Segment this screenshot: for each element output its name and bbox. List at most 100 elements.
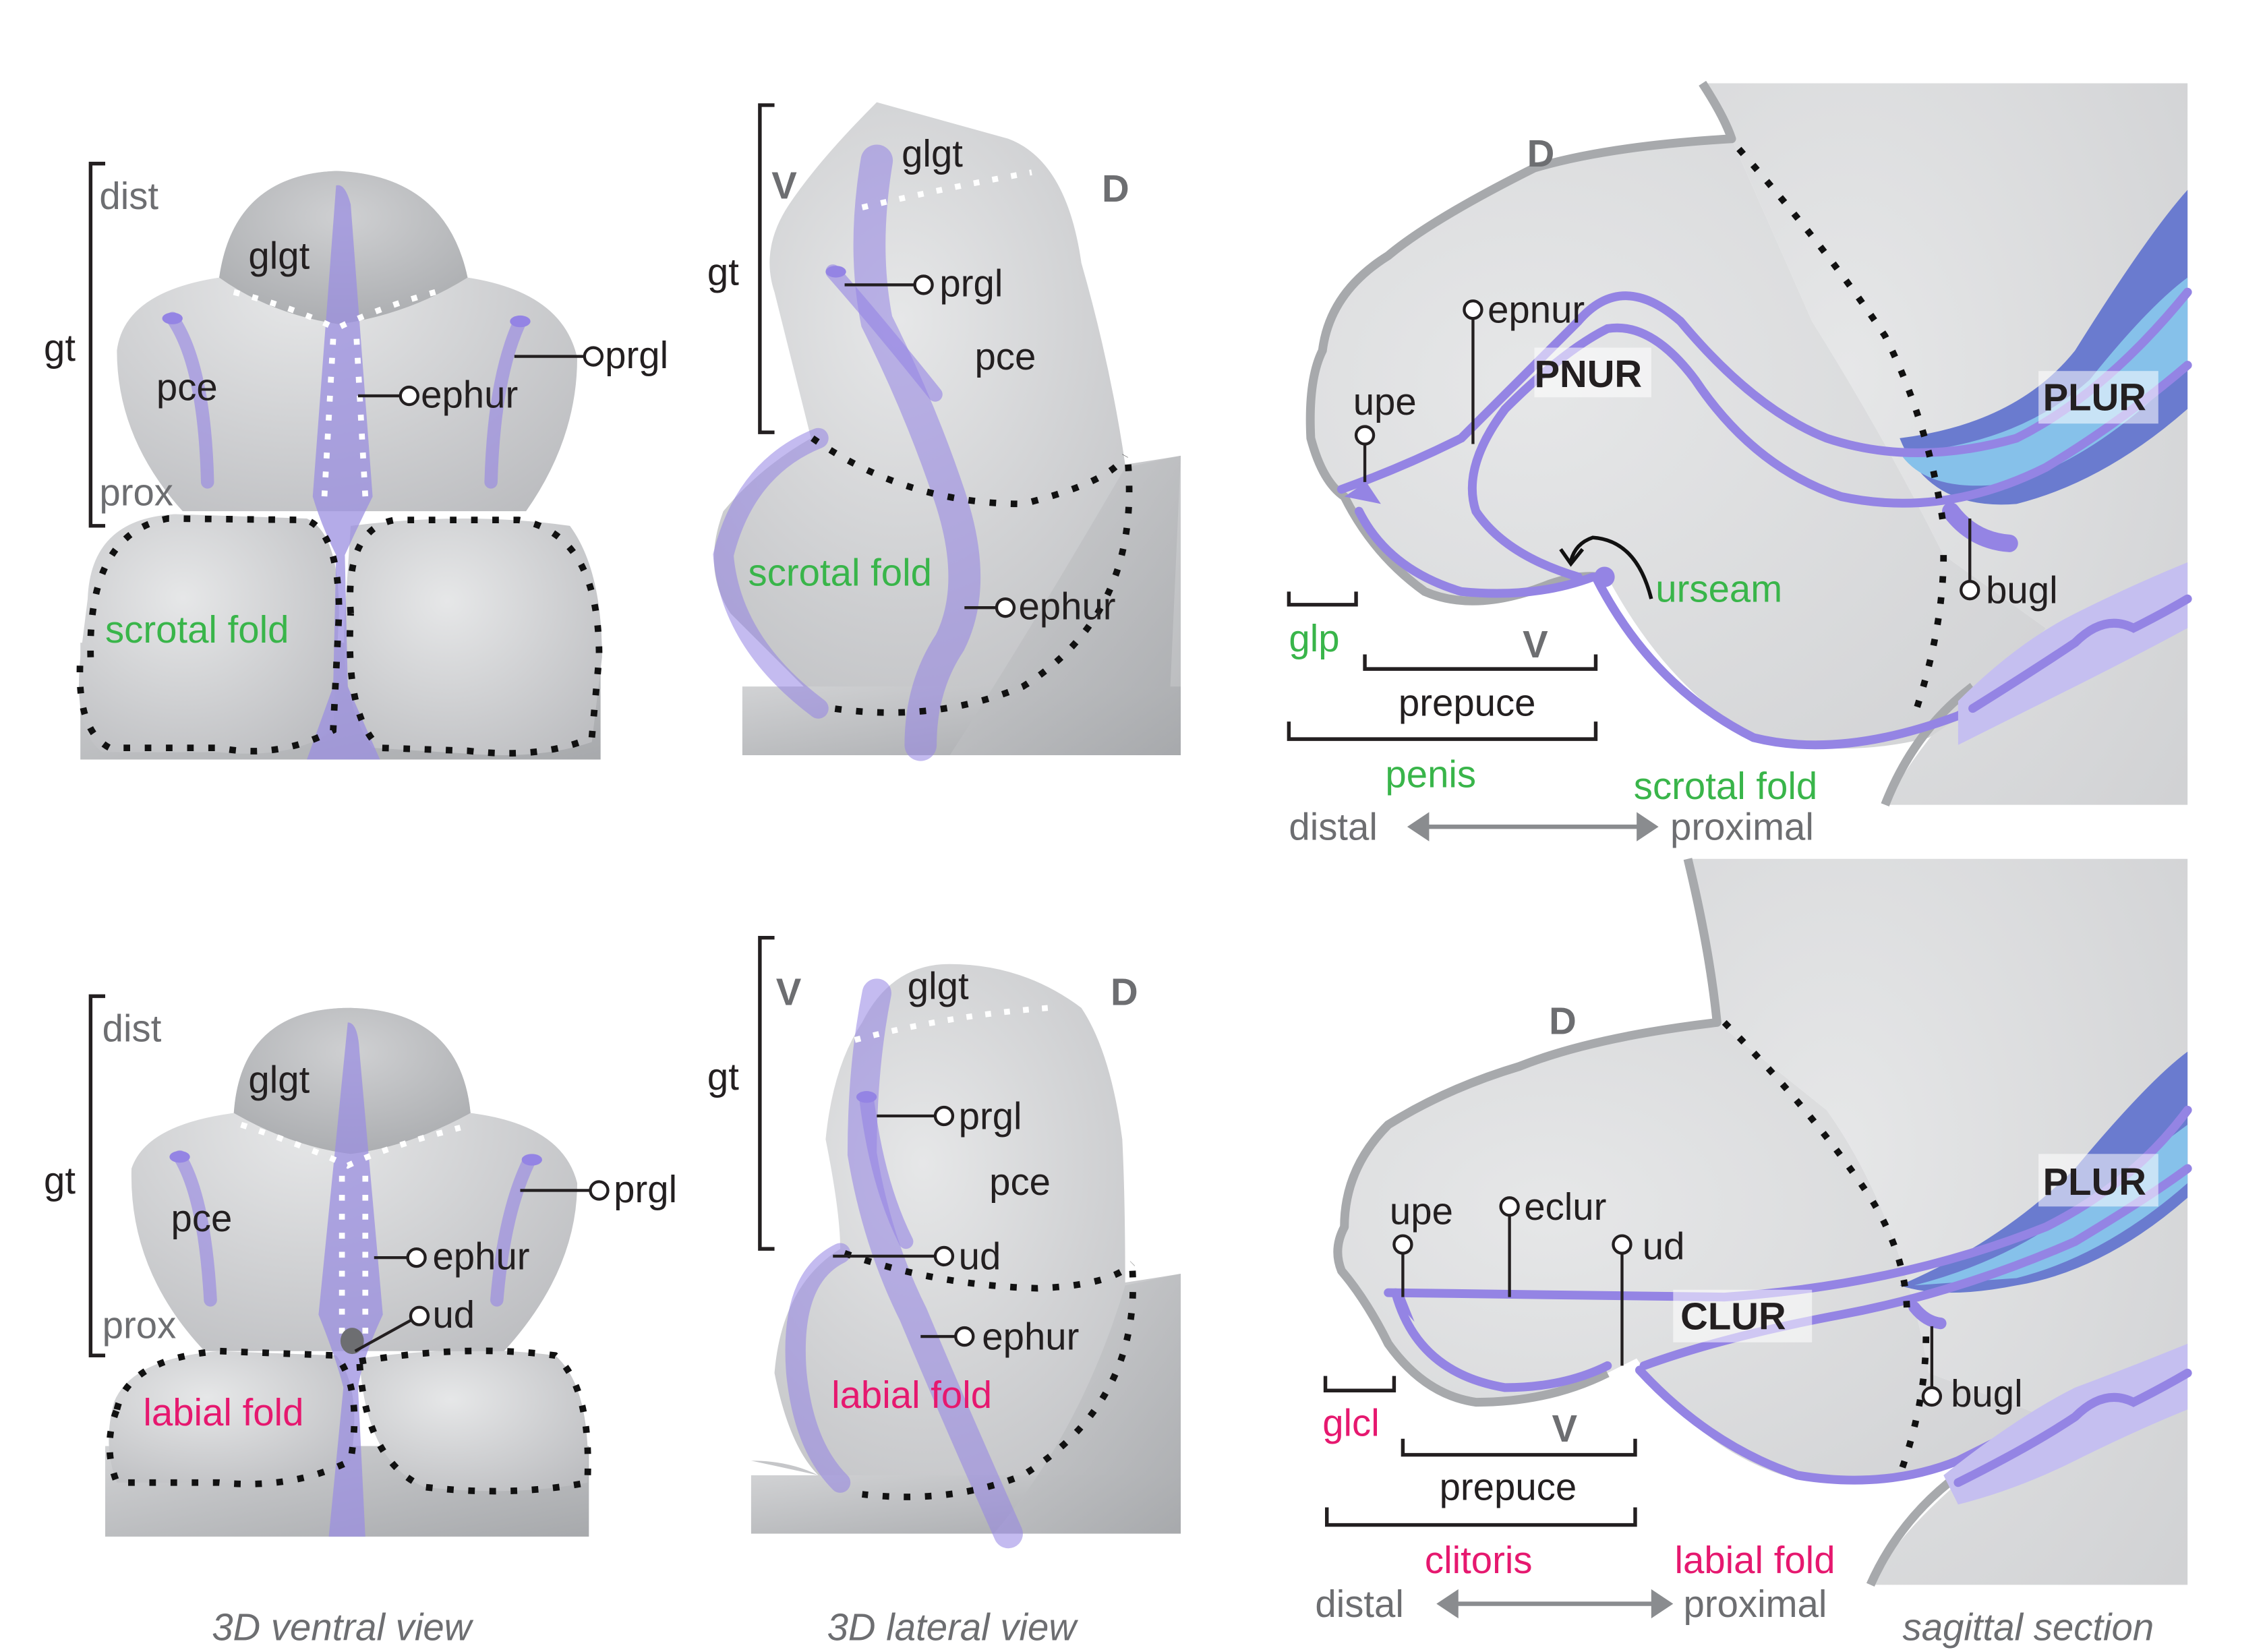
prepuce-label: prepuce [1440,1466,1577,1508]
pce-label: pce [974,335,1036,378]
gland-opening [856,1091,877,1103]
upe-label: upe [1353,380,1417,423]
pnur-label: PNUR [1534,353,1642,395]
scrotal-fold-label: scrotal fold [105,608,289,651]
bugl-pin [1921,1386,1943,1407]
dist-label: dist [99,175,158,217]
caption-lateral: 3D lateral view [827,1606,1079,1649]
bulbourethral-gland [1908,1301,1947,1330]
pce-label: pce [989,1160,1051,1203]
prox-label: prox [99,471,173,514]
glans-boundary [861,169,1032,210]
clur-label-box [1673,1289,1813,1343]
glans-boundary [854,1005,1050,1043]
gt-bracket [88,161,106,528]
bugl-label: bugl [1951,1372,2023,1415]
fold-boundary-lower [1896,1336,1930,1477]
ephur-label: ephur [421,373,518,415]
bugl-pin [1960,579,1980,601]
upe-label: upe [1390,1189,1453,1232]
prgl-label: prgl [614,1168,677,1210]
gt-bracket [758,103,775,434]
ephur-label: ephur [982,1316,1079,1358]
clitoris-outline [1333,858,1722,1407]
distal-label: distal [1315,1583,1404,1625]
gt-label: gt [44,1159,76,1202]
epnur-pin [1463,299,1483,320]
gland-opening [169,1150,190,1163]
scrotal-fold-left [79,514,339,754]
plur-label-box [2038,1154,2158,1207]
fold-boundary-upper [1722,1020,1910,1315]
urethra-dorsal-wall [1336,287,2192,494]
gt-bracket [88,994,106,1357]
gt-label: gt [44,326,76,369]
prgl-pin [933,1105,955,1127]
clur-label: CLUR [1680,1295,1786,1337]
gt-lateral-body [713,102,1181,724]
pce-label: pce [171,1197,233,1239]
urethral-seam [339,1175,369,1337]
urethra-lateral [853,144,981,761]
clitoris-bracket [1325,1507,1637,1527]
prepuce-bracket [1363,654,1598,671]
caption-sagittal: sagittal section [1903,1606,2154,1649]
scrotal-fold-wall [1968,594,2192,713]
ud-pin [1612,1234,1632,1255]
epnur-label: epnur [1488,289,1585,331]
proximal-label: proximal [1683,1583,1827,1625]
prgl-label: prgl [605,334,668,376]
ud-label: ud [1643,1225,1685,1267]
preputial-epithelium [1344,481,1381,504]
labial-fold-label: labial fold [143,1391,303,1434]
fold-urethra-lateral [785,1243,851,1493]
body-dorsal [949,455,1181,755]
urseam-arrow [1569,535,1653,599]
penis-label: penis [1385,753,1476,796]
fold-boundary-right [356,1347,591,1495]
gland-opening [521,1154,542,1166]
ud-leader [354,1319,412,1353]
labial-fold-label: labial fold [1674,1539,1835,1581]
gt-bracket [758,936,775,1251]
glp-label: glp [1289,617,1339,659]
ventral-label: V [1552,1407,1577,1450]
ephur-pin [954,1326,975,1347]
body-outline [1866,1471,1961,1587]
pnur-label-box [1534,347,1651,398]
fold-urethra-lateral [713,427,829,719]
fold-boundary-lower [832,464,1133,716]
bugl-label: bugl [1986,569,2058,612]
penis-outline [1305,80,1736,606]
urethral-seam [321,338,369,497]
ephur-pin [399,385,419,407]
glcl-bracket [1323,1376,1396,1392]
scrotal-fold-label: scrotal fold [748,552,932,594]
fold-boundary-left [106,1347,358,1487]
glgt-label: glgt [248,1058,310,1100]
preputial-epithelium [1388,1293,1415,1322]
prgl-pin [589,1180,610,1201]
clitoris-label: clitoris [1425,1539,1533,1581]
plur-label-box [2038,371,2158,424]
scrotal-fold-label: scrotal fold [1634,765,1817,807]
female-sagittal-panel: PLUR CLUR D upe eclur ud bugl glcl V pre… [1315,858,2192,1625]
prgl-label: prgl [959,1095,1022,1138]
labial-fold-right [359,1350,588,1492]
preputial-gland-left [173,1150,217,1307]
ventral-label: V [776,970,802,1013]
gland-opening [825,266,846,278]
ventral-label: V [1523,623,1548,666]
prgl-label: prgl [939,262,1003,305]
glans-boundary [240,1121,461,1169]
ephur-pin [995,597,1016,618]
body-dorsal [993,1273,1181,1534]
female-ventral-panel: gt dist prox glgt pce ephur ud prgl labi… [44,994,677,1537]
plur-label: PLUR [2043,376,2146,419]
prepuce-inner-wall [1391,1288,1612,1392]
ud-label: ud [432,1293,475,1336]
glgt-label: glgt [248,235,310,277]
preputial-gland-right [490,1154,536,1307]
prepuce-bracket [1401,1438,1637,1457]
gt-label: gt [707,1055,739,1098]
